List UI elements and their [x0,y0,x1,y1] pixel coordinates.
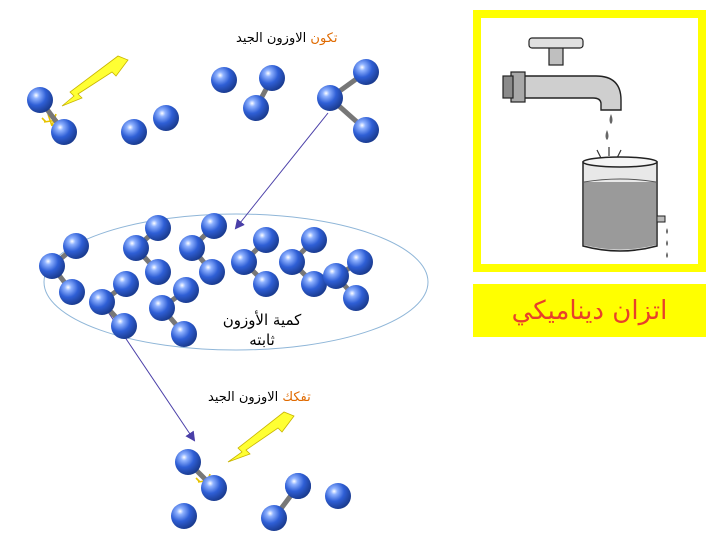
oxygen-atom-icon [113,271,139,297]
dissociation-text: الاوزون الجيد [208,390,283,405]
oxygen-atom-icon [211,67,237,93]
constant-amount-line1: كمية الأوزون [222,311,302,329]
faucet-icon [502,37,668,258]
oxygen-atom-icon [39,253,65,279]
oxygen-atom-icon [317,85,343,111]
oxygen-atom-icon [89,289,115,315]
oxygen-atom-icon [179,235,205,261]
oxygen-atom-icon [353,59,379,85]
lightning-bolt-icon [195,411,295,487]
formation-label: تكون الاوزون الجيد [236,31,337,46]
oxygen-atom-icon [253,227,279,253]
oxygen-atom-icon [123,235,149,261]
equilibrium-region [43,213,429,351]
oxygen-atom-icon [279,249,305,275]
oxygen-atom-icon [231,249,257,275]
oxygen-atom-icon [27,87,53,113]
title-box: اتزان ديناميكي [473,284,706,337]
dissociation-highlight: تفكك [282,390,311,405]
oxygen-atom-icon [153,105,179,131]
faucet-illustration-frame [473,10,706,272]
oxygen-atom-icon [51,119,77,145]
faucet-illustration-panel [481,18,698,264]
oxygen-atom-icon [343,285,369,311]
title-text: اتزان ديناميكي [511,295,668,326]
oxygen-atom-icon [301,271,327,297]
oxygen-atom-icon [323,263,349,289]
oxygen-atom-icon [145,259,171,285]
oxygen-atom-icon [173,277,199,303]
oxygen-atom-icon [285,473,311,499]
oxygen-atom-icon [63,233,89,259]
constant-amount-line2: ثابته [249,331,275,349]
formation-arrow [234,112,329,230]
oxygen-atom-icon [121,119,147,145]
oxygen-atom-icon [301,227,327,253]
oxygen-atom-icon [171,503,197,529]
oxygen-atom-icon [201,475,227,501]
oxygen-atom-icon [347,249,373,275]
oxygen-atom-icon [261,505,287,531]
oxygen-atom-icon [243,95,269,121]
oxygen-atom-icon [175,449,201,475]
oxygen-atom-icon [201,213,227,239]
atom-layer [27,59,379,531]
water-bucket-icon [582,156,668,258]
oxygen-atom-icon [145,215,171,241]
oxygen-atom-icon [199,259,225,285]
dissociation-label: تفكك الاوزون الجيد [208,390,311,405]
formation-highlight: تكون [310,31,338,46]
oxygen-atom-icon [149,295,175,321]
constant-amount-label: كمية الأوزون ثابته [208,310,316,350]
oxygen-atom-icon [353,117,379,143]
lightning-bolt-icon [41,55,129,127]
oxygen-atom-icon [253,271,279,297]
oxygen-atom-icon [325,483,351,509]
oxygen-atom-icon [259,65,285,91]
oxygen-atom-icon [111,313,137,339]
oxygen-atom-icon [59,279,85,305]
formation-text: الاوزون الجيد [236,31,311,46]
oxygen-atom-icon [171,321,197,347]
